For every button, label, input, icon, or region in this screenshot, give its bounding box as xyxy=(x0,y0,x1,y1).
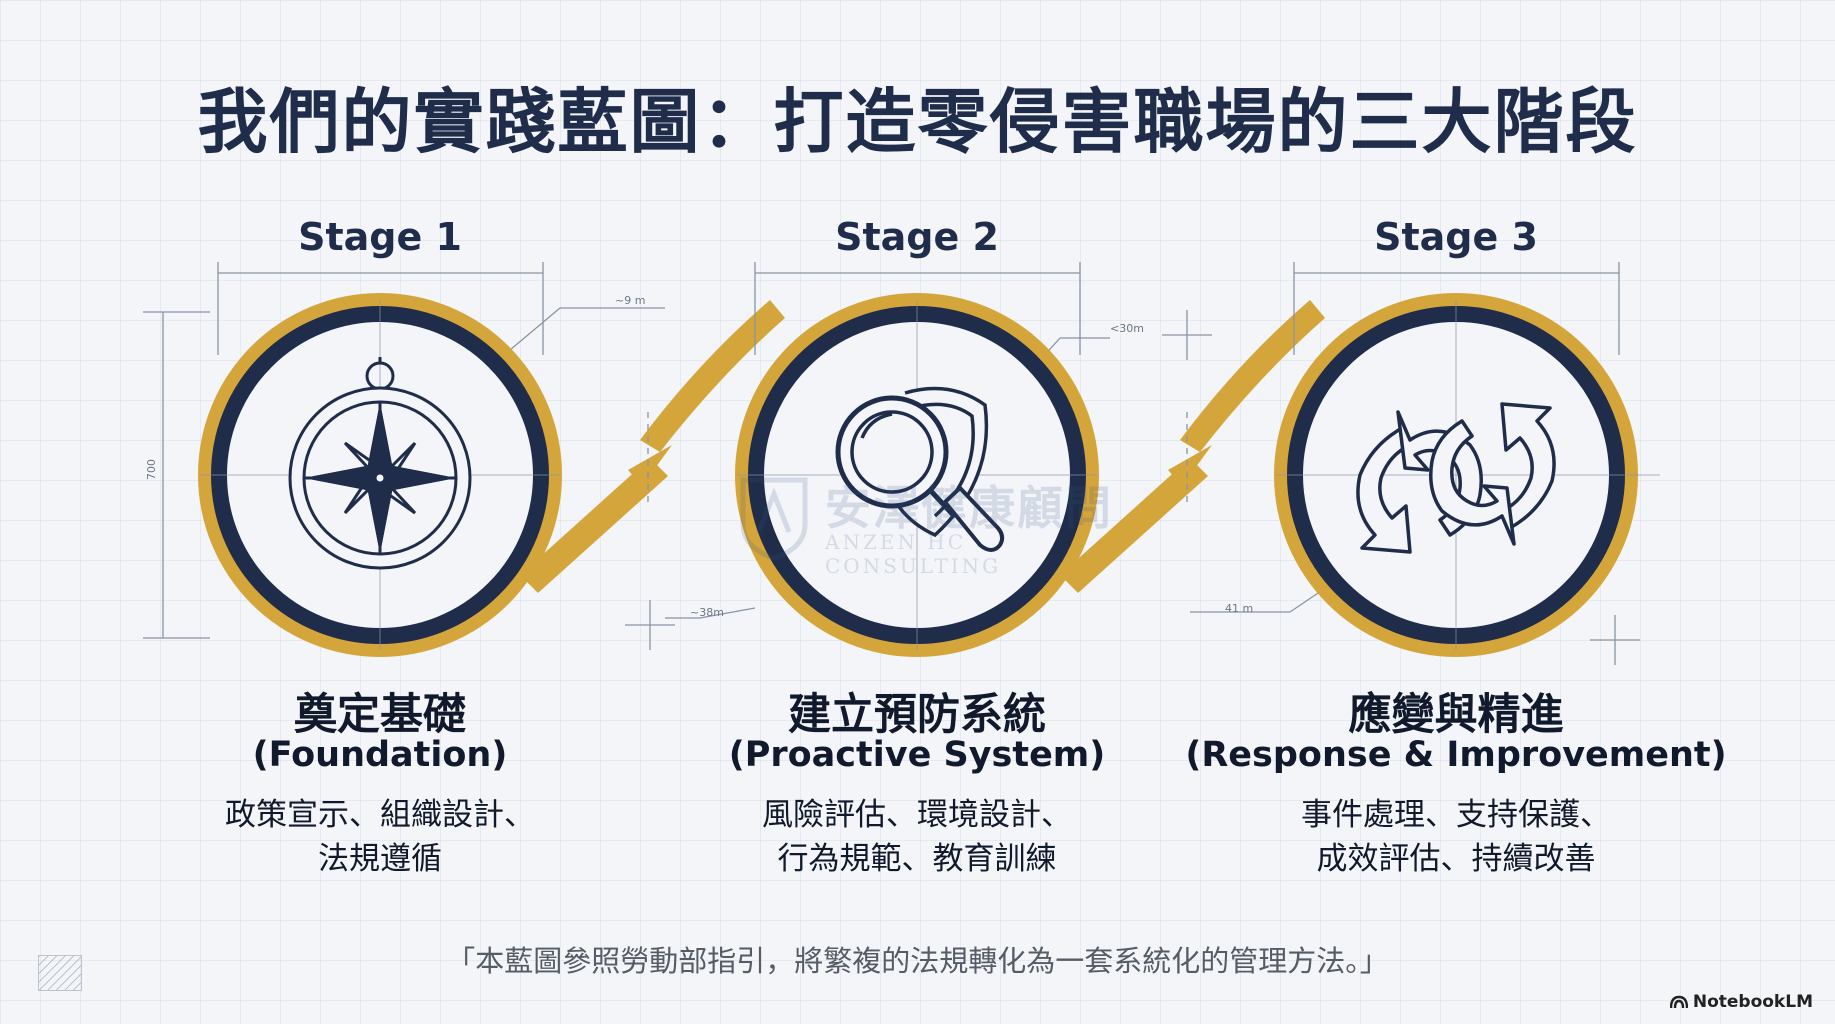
stage-2-description: 風險評估、環境設計、 行為規範、教育訓練 xyxy=(657,793,1177,881)
connector-band-3-top xyxy=(1180,300,1325,452)
stage-2-name-en: (Proactive System) xyxy=(728,735,1106,775)
stage-3-name: 應變與精進 xyxy=(1348,690,1564,740)
stage-1-label: Stage 1 xyxy=(298,215,462,259)
dimension-annotations: 700 ~9 m <30m ~38m 41 m xyxy=(145,294,1253,619)
stage-1-desc-line-2: 法規遵循 xyxy=(318,841,442,877)
watermark-shield-icon xyxy=(740,477,808,561)
stage-3-desc-line-1: 事件處理、支持保護、 xyxy=(1301,797,1611,833)
connector-band-1-2 xyxy=(520,458,668,593)
stage-3-name-en: (Response & Improvement) xyxy=(1185,735,1727,775)
magnifier-shield-icon xyxy=(835,386,1005,552)
dim-top-stage2: <30m xyxy=(1110,322,1144,335)
connector-band-2-top xyxy=(640,300,785,452)
dim-bottom-stage2: ~38m xyxy=(690,606,724,619)
connector-band-2-3 xyxy=(1060,458,1208,593)
compass-icon xyxy=(288,357,472,570)
stage-2-label: Stage 2 xyxy=(835,215,999,259)
brand-badge: NotebookLM xyxy=(1669,992,1813,1012)
cycle-arrows-icon xyxy=(1356,402,1556,554)
stage-1-description: 政策宣示、組織設計、 法規遵循 xyxy=(120,793,640,881)
stage-1-desc-line-1: 政策宣示、組織設計、 xyxy=(225,797,535,833)
page-title: 我們的實踐藍圖：打造零侵害職場的三大階段 xyxy=(197,81,1638,163)
brand-name: NotebookLM xyxy=(1692,992,1813,1012)
dim-left-vertical: 700 xyxy=(145,459,158,480)
stage-2-desc-line-2: 行為規範、教育訓練 xyxy=(777,841,1057,877)
stage-3-description: 事件處理、支持保護、 成效評估、持續改善 xyxy=(1196,793,1716,881)
hatch-decoration xyxy=(38,955,82,991)
dim-bottom-stage3: 41 m xyxy=(1225,602,1253,615)
footnote-quote: 「本藍圖參照勞動部指引，將繁複的法規轉化為一套系統化的管理方法。」 xyxy=(446,944,1389,978)
connector-arrow-1-2 xyxy=(628,445,672,486)
dim-top-stage1: ~9 m xyxy=(615,294,645,307)
stage-1-name-en: (Foundation) xyxy=(252,735,508,775)
notebooklm-logo-icon xyxy=(1669,995,1688,1009)
stage-2-desc-line-1: 風險評估、環境設計、 xyxy=(762,797,1072,833)
watermark-subtitle: ANZEN HC CONSULTING xyxy=(825,530,1002,578)
stage-2-name: 建立預防系統 xyxy=(788,690,1046,740)
stage-3-label: Stage 3 xyxy=(1374,215,1538,259)
blueprint-dimension-lines xyxy=(143,262,1640,665)
connector-arrow-2-3 xyxy=(1168,445,1212,486)
stage-1-name: 奠定基礎 xyxy=(294,690,466,740)
watermark: 安澤健康顧問 ANZEN HC CONSULTING xyxy=(735,472,1135,578)
stage-3-desc-line-2: 成效評估、持續改善 xyxy=(1316,841,1596,877)
gold-connector-band xyxy=(520,300,1325,593)
watermark-name: 安澤健康顧問 xyxy=(825,481,1113,535)
